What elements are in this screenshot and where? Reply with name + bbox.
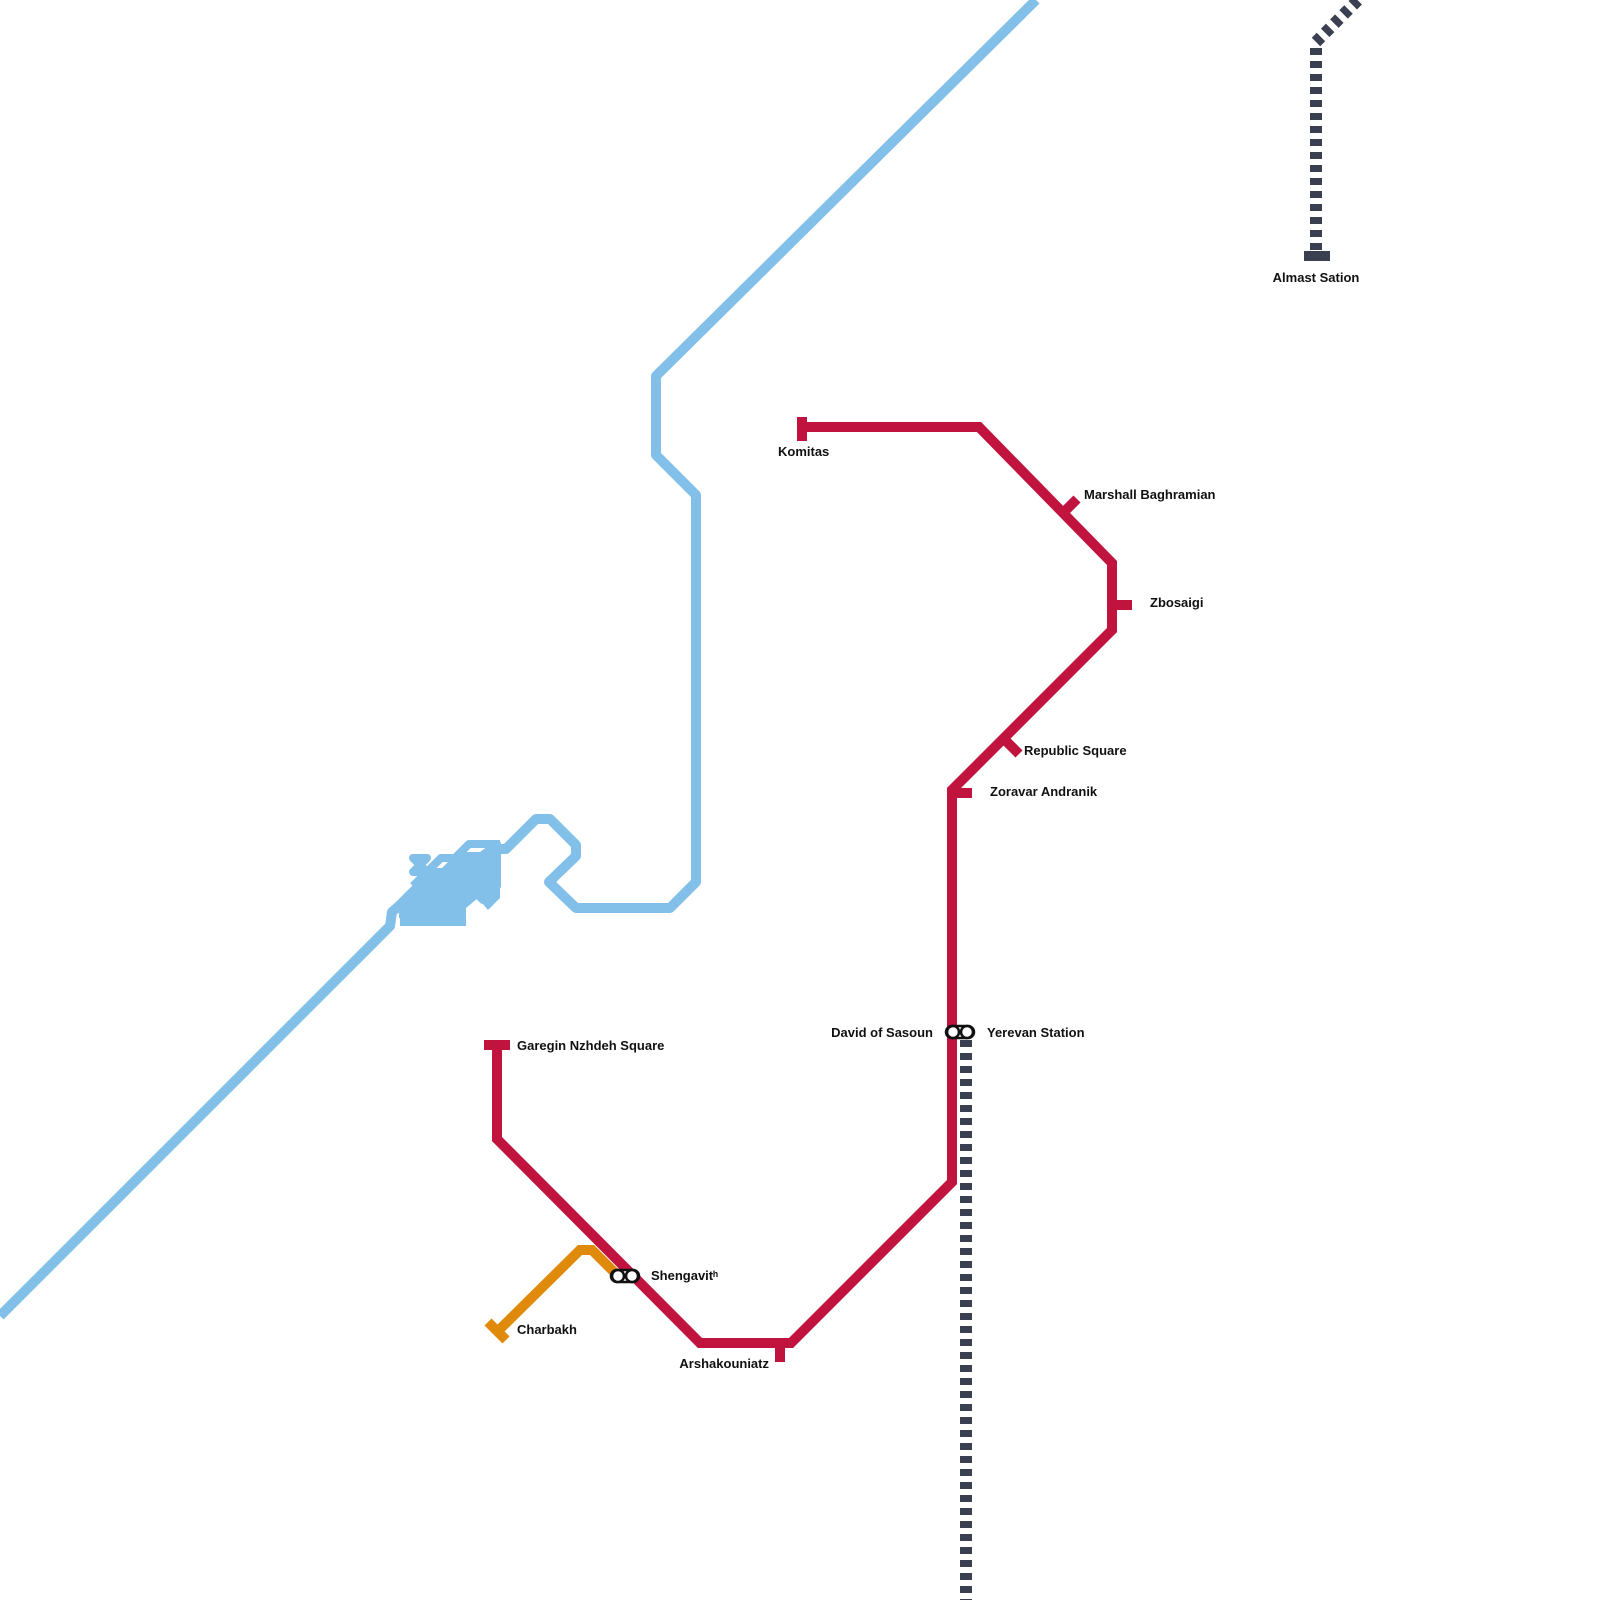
tick-republic-square (1001, 736, 1023, 758)
tick-marshall-baghramian (1059, 495, 1081, 517)
orange-line-path[interactable] (493, 1245, 623, 1336)
blue-line-interchange-block (400, 840, 500, 926)
station-label-garegin-nzhdeh-square[interactable]: Garegin Nzhdeh Square (517, 1038, 664, 1053)
station-label-yerevan-station[interactable]: Yerevan Station (987, 1025, 1085, 1040)
interchange-dot (610, 1268, 626, 1284)
interchange-dot (959, 1024, 975, 1040)
station-label-zoravar-andranik[interactable]: Zoravar Andranik (990, 784, 1098, 799)
interchange-david-yerevan[interactable] (944, 1024, 976, 1040)
red-line-path-north[interactable] (492, 422, 1117, 1348)
station-label-republic-square[interactable]: Republic Square (1024, 743, 1127, 758)
orange-line[interactable] (484, 1245, 623, 1344)
station-label-marshall-baghramian[interactable]: Marshall Baghramian (1084, 487, 1216, 502)
blue-line-path[interactable] (0, 0, 1040, 1320)
station-label-almast-sation[interactable]: Almast Sation (1273, 270, 1360, 285)
interchange-dot (624, 1268, 640, 1284)
station-label-zbosaigi[interactable]: Zbosaigi (1150, 595, 1203, 610)
interchange-dot (945, 1024, 961, 1040)
station-label-arshakouniatz[interactable]: Arshakouniatz (679, 1356, 769, 1371)
tick-charbakh (484, 1318, 510, 1344)
red-line[interactable] (484, 417, 1132, 1362)
station-label-charbakh[interactable]: Charbakh (517, 1322, 577, 1337)
rail-line-north[interactable] (1304, 0, 1363, 261)
station-label-david-of-sasoun[interactable]: David of Sasoun (831, 1025, 933, 1040)
rail-line-north-path[interactable] (1310, 0, 1363, 250)
blue-line[interactable] (0, 0, 1040, 1320)
interchange-shengavit[interactable] (609, 1268, 641, 1284)
station-label-shengavit[interactable]: Shengavitʰ (651, 1268, 718, 1283)
station-label-komitas[interactable]: Komitas (778, 444, 829, 459)
